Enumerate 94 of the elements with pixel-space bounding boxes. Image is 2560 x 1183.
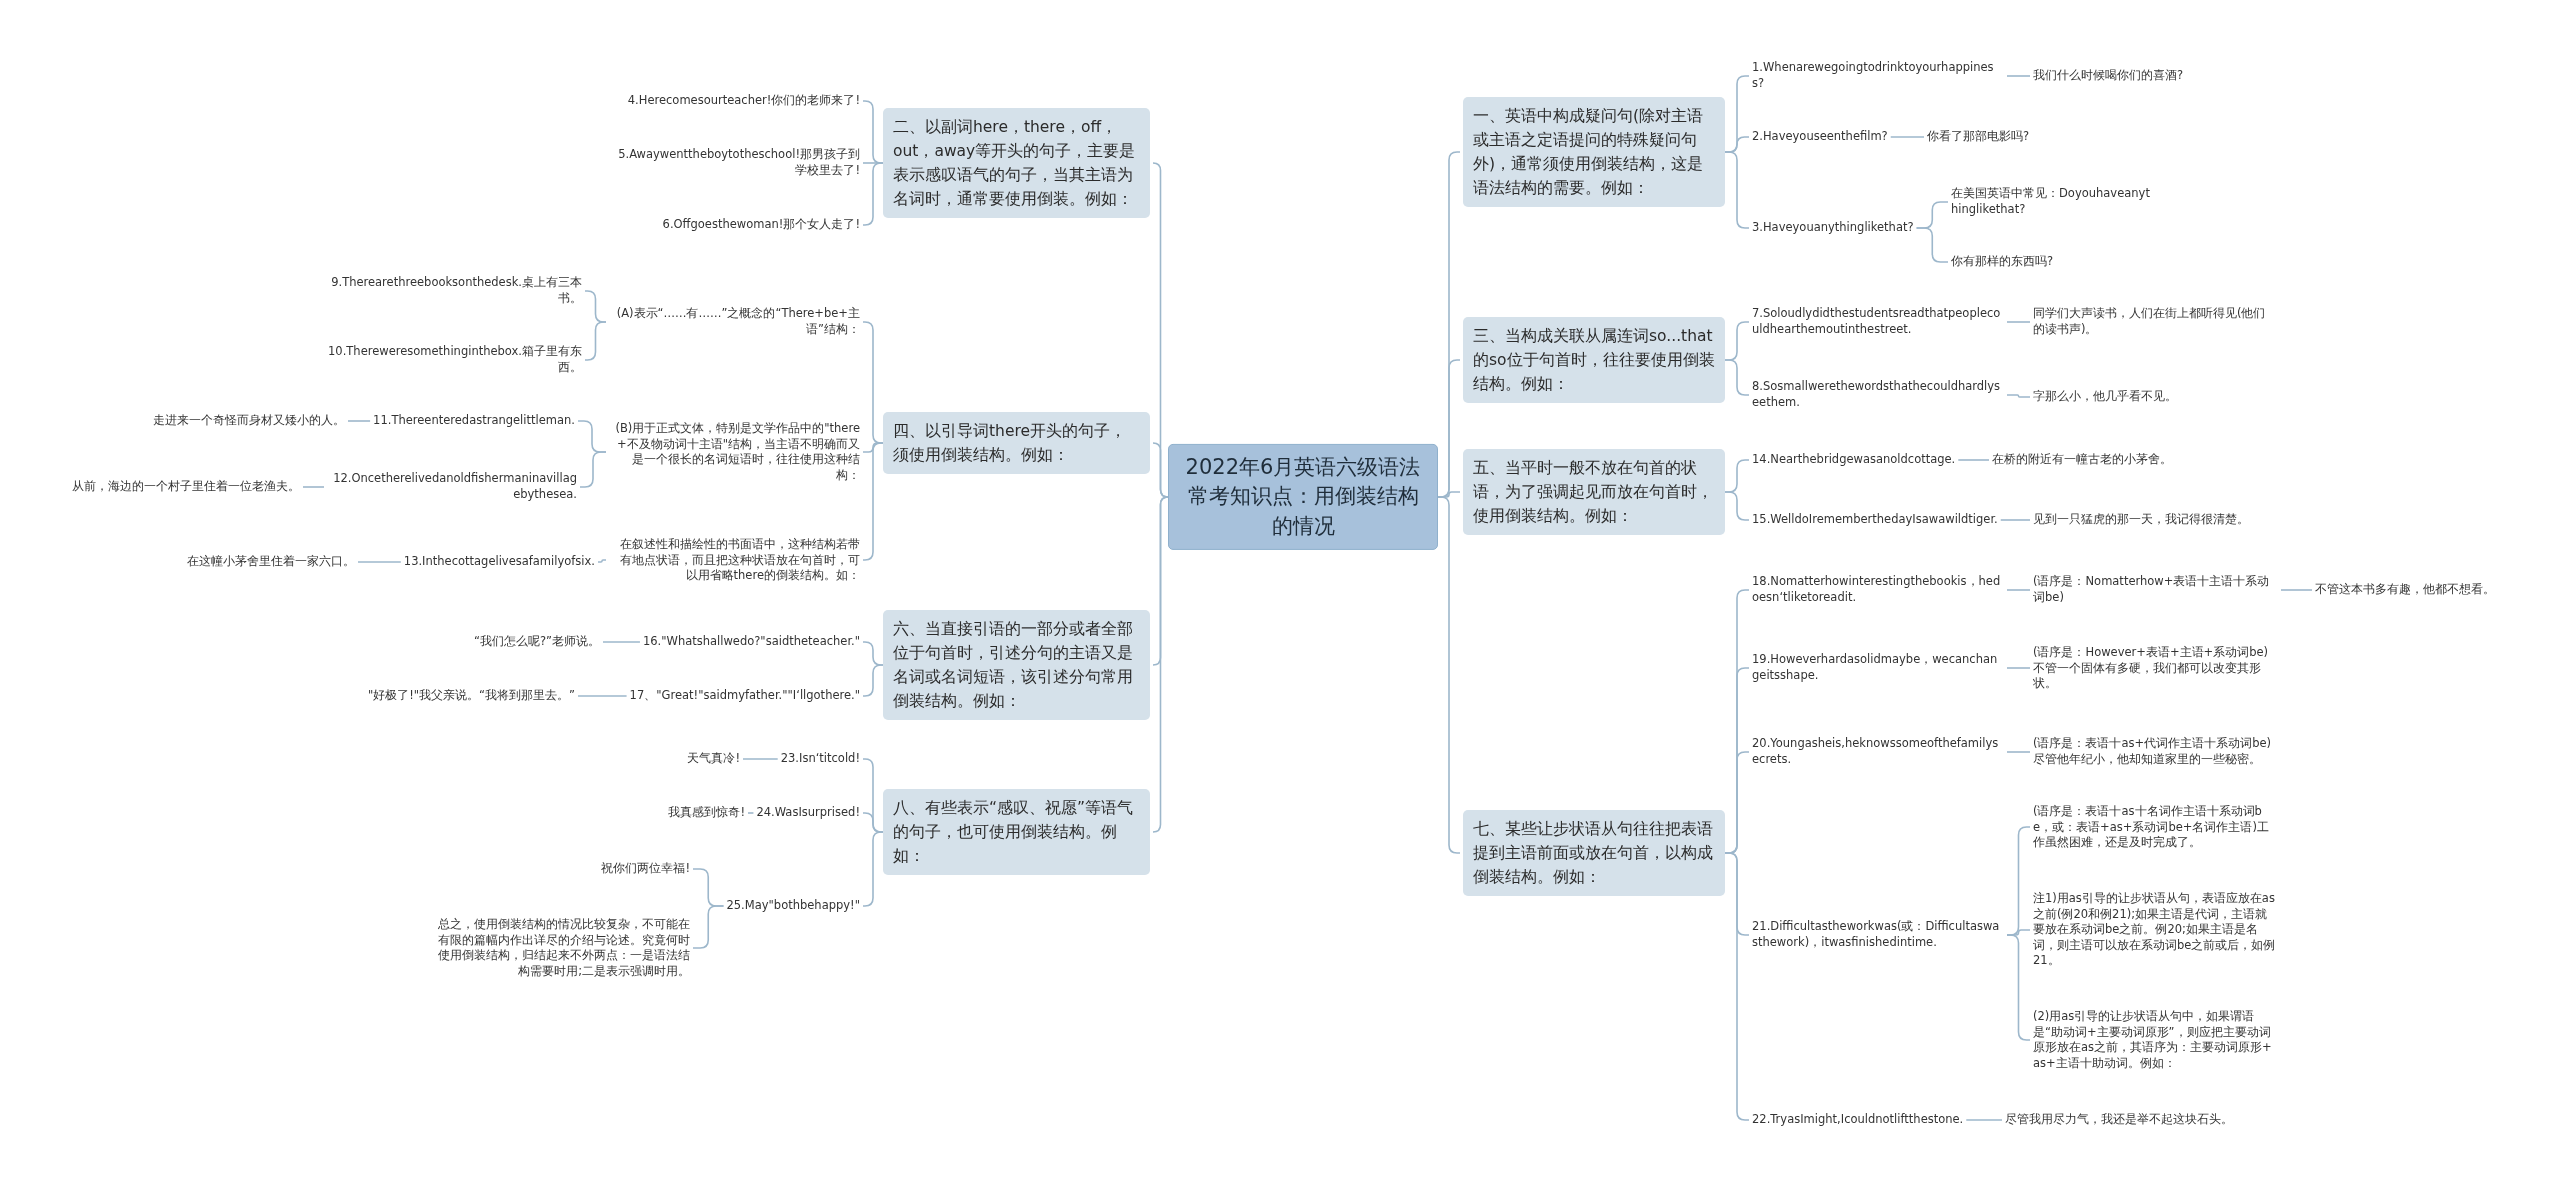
connector-line — [2006, 667, 2031, 669]
central-topic-box: 2022年6月英语六级语法常考知识点：用倒装结构的情况 — [1168, 443, 1438, 551]
topic-text: 15.WelldoIrememberthedayIsawawildtiger. — [1752, 512, 1998, 528]
topic-box: 七、某些让步状语从句往往把表语提到主语前面或放在句首，以构成倒装结构。例如： — [1463, 810, 1725, 896]
topic-text: 11.Thereenteredastrangelittleman. — [373, 413, 575, 429]
topic-text: 22.TryasImight,Icouldnotliftthestone. — [1752, 1112, 1964, 1128]
connector-line — [742, 758, 779, 760]
connector-line — [1965, 1119, 2003, 1121]
topic-text: 7.Soloudlydidthestudentsreadthatpeoplecouldhearthemoutinthestreet. — [1752, 306, 2004, 338]
connector-line — [862, 831, 884, 907]
connector-line — [302, 486, 325, 488]
topic-box: 四、以引导词there开头的句子，须使用倒装结构。例如： — [883, 412, 1150, 474]
topic-text: 在叙述性和描绘性的书面语中，这种结构若带有地点状语，而且把这种状语放在句首时，可以用省略there的倒装结构。如： — [609, 536, 860, 584]
topic-text: 1.Whenarewegoingtodrinktoyourhappiness? — [1752, 60, 2004, 92]
topic-text: 21.Difficultastheworkwas(或：Difficultaswasthework)，itwasfinishedintime. — [1752, 919, 2004, 951]
connector-line — [2006, 589, 2031, 591]
topic-text: 4.Herecomesourteacher!你们的老师来了! — [627, 93, 860, 109]
topic-text: "好极了!"我父亲说。“我将到那里去。” — [367, 688, 575, 704]
topic-text: 尽管我用尽力气，我还是举不起这块石头。 — [2005, 1112, 2233, 1128]
connector-line — [2280, 589, 2313, 591]
topic-text: 见到一只猛虎的那一天，我记得很清楚。 — [2033, 512, 2249, 528]
topic-text: 10.Thereweresomethinginthebox.箱子里有东西。 — [327, 344, 582, 376]
topic-text: 16."Whatshallwedo?"saidtheteacher." — [642, 634, 860, 650]
connector-line — [2006, 934, 2031, 1041]
connector-line — [2006, 321, 2031, 323]
connector-line — [1724, 359, 1750, 396]
connector-line — [1724, 491, 1750, 521]
topic-text: 23.Isn‘titcold! — [780, 751, 860, 767]
topic-box: 二、以副词here，there，off，out，away等开头的句子，主要是表示感叹语气的句子，当其主语为名词时，通常要使用倒装。例如： — [883, 107, 1150, 219]
connector-line — [357, 561, 402, 563]
topic-text: “我们怎么呢?”老师说。 — [473, 634, 600, 650]
connector-line — [602, 641, 641, 643]
topic-text: 祝你们两位幸福! — [601, 861, 690, 877]
topic-text: 13.Inthecottagelivesafamilyofsix. — [403, 554, 595, 570]
topic-text: 12.Oncetherelivedanoldfishermaninavillagebythesea. — [327, 471, 577, 503]
connector-line — [862, 442, 884, 561]
connector-line — [2006, 75, 2031, 77]
topic-text: 18.Nomatterhowinterestingthebookis，hedoesn‘tliketoreadit. — [1752, 574, 2004, 606]
topic-box: 六、当直接引语的一部分或者全部位于句首时，引述分句的主语又是名词或名词短语，该引述分句常用倒装结构。例如： — [883, 609, 1150, 721]
connector-line — [1152, 442, 1169, 498]
topic-text: 字那么小，他几乎看不见。 — [2033, 389, 2177, 405]
topic-text: 在美国英语中常见：Doyouhaveanythinglikethat? — [1951, 186, 2156, 218]
topic-text: (B)用于正式文体，特别是文学作品中的"there+不及物动词十主语"结构，当主语不明确而又是一个很长的名词短语时，往往使用这种结构： — [609, 420, 860, 484]
connector-line — [2006, 751, 2031, 753]
topic-text: 同学们大声读书，人们在街上都听得见(他们的读书声)。 — [2033, 306, 2268, 338]
connector-line — [862, 664, 884, 697]
topic-text: 天气真冷! — [687, 751, 740, 767]
topic-text: 我们什么时候喝你们的喜酒? — [2033, 68, 2184, 84]
topic-text: 9.Therearethreebooksonthedesk.桌上有三本书。 — [327, 275, 582, 307]
topic-text: 25.May"bothbehappy!" — [726, 898, 860, 914]
topic-text: 17、"Great!"saidmyfather.""I‘llgothere." — [629, 688, 860, 704]
connector-line — [1724, 852, 1750, 1121]
topic-text: 注1)用as引导的让步状语从句，表语应放在as之前(例20和例21);如果主语是代词，主语就要放在系动词be之前。例20;如果主语是名词，则主语可以放在系动词be之前或后，如例21。 — [2033, 891, 2278, 969]
topic-text: 20.Youngasheis,heknowssomeofthefamilysecrets. — [1752, 736, 2004, 768]
topic-text: 2.Haveyouseenthefilm? — [1752, 129, 1888, 145]
topic-text: 不管这本书多有趣，他都不想看。 — [2315, 582, 2495, 598]
connector-line — [2006, 394, 2031, 398]
topic-text: 6.Offgoesthewoman!那个女人走了! — [662, 217, 860, 233]
topic-box: 五、当平时一般不放在句首的状语，为了强调起见而放在句首时，使用倒装结构。例如： — [1463, 449, 1725, 535]
connector-line — [1999, 519, 2031, 521]
topic-text: (语序是：表语十as十名词作主语十系动词be，或：表语+as+系动词be+名词作主语)工作虽然困难，还是及时完成了。 — [2033, 803, 2278, 851]
connector-line — [747, 812, 755, 814]
topic-box: 一、英语中构成疑问句(除对主语或主语之定语提问的特殊疑问句外)，通常须使用倒装结构，这是语法结构的需要。例如： — [1463, 96, 1725, 208]
connector-line — [579, 451, 607, 488]
topic-text: 24.WasIsurprised! — [756, 805, 860, 821]
topic-text: 8.Sosmallwerethewordsthathecouldhardlyseethem. — [1752, 379, 2004, 411]
connector-line — [1152, 496, 1169, 833]
connector-line — [1957, 459, 1990, 461]
topic-box: 八、有些表示“感叹、祝愿”等语气的句子，也可使用倒装结构。例如： — [883, 789, 1150, 875]
topic-text: 在这幢小茅舍里住着一家六口。 — [187, 554, 355, 570]
topic-text: 3.Haveyouanythinglikethat? — [1752, 220, 1914, 236]
topic-text: 你看了那部电影吗? — [1927, 129, 2030, 145]
connector-line — [584, 321, 607, 361]
connector-line — [1915, 227, 1949, 263]
topic-text: (语序是：表语十as+代词作主语十系动词be)尽管他年纪小，他却知道家里的一些秘密。 — [2033, 736, 2278, 768]
topic-text: 14.Nearthebridgewasanoldcottage. — [1752, 452, 1956, 468]
topic-text: 在桥的附近有一幢古老的小茅舍。 — [1992, 452, 2172, 468]
topic-text: 我真感到惊奇! — [668, 805, 745, 821]
connector-line — [597, 559, 607, 563]
topic-text: 5.Awaywenttheboytotheschool!那男孩子到学校里去了! — [610, 147, 860, 179]
connector-line — [692, 905, 725, 949]
topic-text: (语序是：However+表语+主语+系动词be)不管一个固体有多硬，我们都可以改变其形状。 — [2033, 644, 2278, 692]
topic-text: 19.Howeverhardasolidmaybe，wecanchangeitsshape. — [1752, 652, 2004, 684]
topic-text: (语序是：Nomatterhow+表语十主语十系动词be) — [2033, 574, 2278, 606]
connector-line — [347, 420, 371, 422]
connector-line — [1889, 136, 1925, 138]
topic-box: 三、当构成关联从属连词so...that的so位于句首时，往往要使用倒装结构。例如： — [1463, 317, 1725, 403]
topic-text: 总之，使用倒装结构的情况比较复杂，不可能在有限的篇幅内作出详尽的介绍与论述。究竟何时使用倒装结构，归结起来不外两点：一是语法结构需要时用;二是表示强调时用。 — [430, 916, 690, 980]
topic-text: (2)用as引导的让步状语从句中，如果谓语是“助动词+主要动词原形”，则应把主要动词原形放在as之前，其语序为：主要动词原形+as+主语十助动词。例如： — [2033, 1008, 2278, 1072]
topic-text: 从前，海边的一个村子里住着一位老渔夫。 — [72, 479, 300, 495]
connector-line — [577, 695, 628, 697]
topic-text: (A)表示“……有……”之概念的“There+be+主语”结构： — [609, 306, 860, 338]
topic-text: 走进来一个奇怪而身材又矮小的人。 — [153, 413, 345, 429]
topic-text: 你有那样的东西吗? — [1951, 254, 2054, 270]
